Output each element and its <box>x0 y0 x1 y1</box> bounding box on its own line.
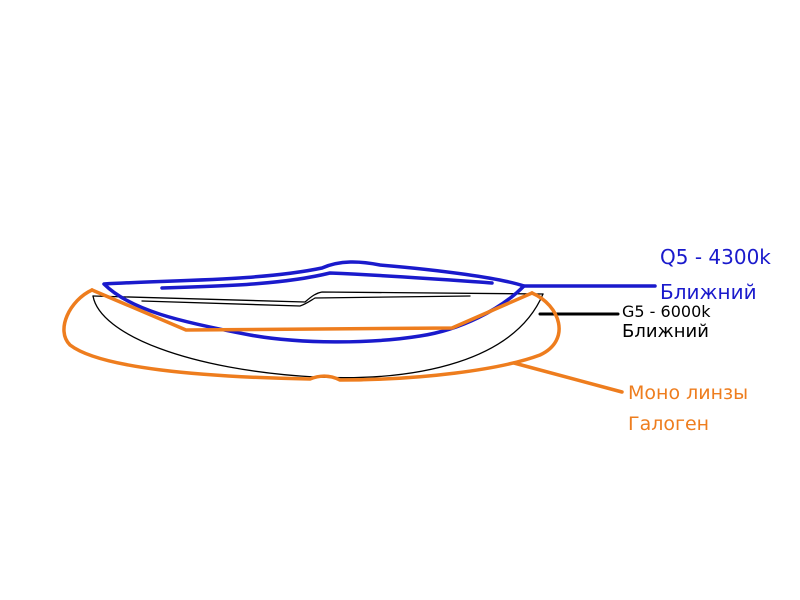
mono-beam-outer-shape <box>62 288 561 382</box>
g5-beam-outline <box>92 291 620 379</box>
mono-leader-line <box>512 361 624 394</box>
mono-subtitle-label: Галоген <box>628 413 710 435</box>
g5-title-label: G5 - 6000k <box>622 302 711 321</box>
mono-title-label: Моно линзы <box>628 382 749 404</box>
g5-beam-cutoff-line <box>141 295 471 307</box>
q5-subtitle-label: Ближний <box>660 280 757 304</box>
mono-beam-outline <box>62 288 624 394</box>
q5-beam-outline <box>102 260 657 344</box>
q5-title-label: Q5 - 4300k <box>660 245 771 269</box>
g5-subtitle-label: Ближний <box>622 321 709 342</box>
mono-beam-cutoff-line <box>90 288 534 332</box>
g5-beam-top-edge <box>92 291 544 303</box>
q5-beam-inner-line <box>160 271 494 290</box>
g5-beam-lower-curve <box>92 293 544 379</box>
